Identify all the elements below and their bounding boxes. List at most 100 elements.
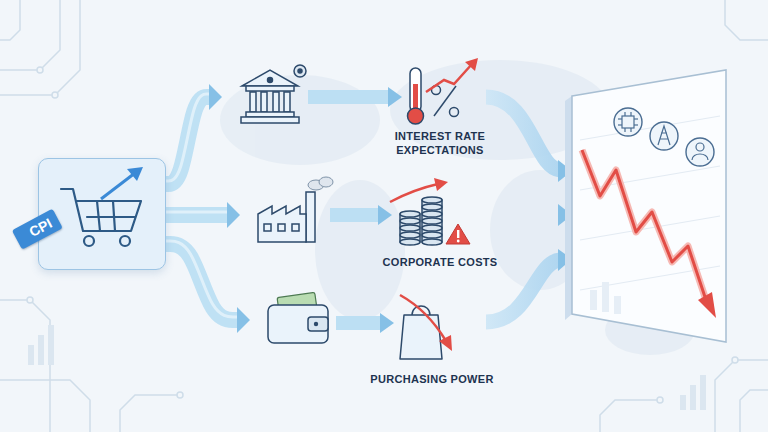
- chart-panel: [686, 138, 714, 166]
- circuit-lines: [0, 300, 50, 432]
- percent-symbol: [434, 86, 456, 116]
- circuit-lines: [37, 67, 43, 73]
- circuit-lines: [0, 0, 80, 95]
- factory-icon: [278, 224, 285, 231]
- smoke-cloud: [319, 177, 333, 187]
- shopping-cart-icon: [120, 236, 130, 246]
- circuit-lines: [0, 0, 20, 40]
- coin-stacks: [422, 197, 442, 203]
- chart-panel: [630, 128, 631, 132]
- shopping-bag-icon: [400, 315, 442, 359]
- wallet-icon: [268, 305, 328, 343]
- coin-stacks: [422, 225, 442, 231]
- shopping-cart-icon: [87, 216, 135, 218]
- world-map: [220, 75, 380, 165]
- faint-bar-chart: [680, 395, 686, 410]
- chart-panel: [614, 108, 642, 136]
- chart-panel: [565, 70, 726, 342]
- chart-panel: [696, 143, 704, 151]
- central-bank-icon: [241, 65, 306, 123]
- thermometer-icon: [408, 68, 424, 124]
- chart-panel: [565, 96, 572, 320]
- coin-stacks: [400, 225, 420, 231]
- chart-panel: [622, 116, 634, 128]
- chart-panel: [582, 150, 706, 300]
- circuit-lines: [27, 297, 33, 303]
- flow-band: [378, 205, 392, 225]
- cpi-box: CPI: [38, 158, 166, 270]
- outgoing-flow-band: [486, 97, 572, 322]
- smoke-cloud: [308, 177, 333, 190]
- rising-arrow: [426, 58, 478, 92]
- central-bank-icon: [268, 78, 273, 83]
- factory-icon: [306, 192, 315, 242]
- flow-band: [388, 87, 402, 107]
- factory-icon: [264, 224, 271, 231]
- warning-triangle: [457, 240, 460, 243]
- rising-arrow: [426, 64, 472, 92]
- circuit-lines: [657, 397, 663, 403]
- chart-panel: [580, 166, 720, 190]
- chart-panel: [572, 70, 726, 342]
- stage-label: CORPORATE COSTS: [365, 256, 515, 270]
- chart-panel: [650, 122, 678, 150]
- cpi-tag: CPI: [12, 209, 63, 250]
- chart-panel: [634, 124, 638, 125]
- flow-band: [308, 90, 390, 104]
- chart-panel: [698, 292, 716, 318]
- rising-arrow: [127, 167, 143, 181]
- coin-stacks: [422, 232, 442, 238]
- flow-band-highlight: [166, 94, 209, 181]
- rising-arrow: [434, 178, 448, 191]
- coin-stacks: [400, 232, 420, 238]
- wallet-icon: [308, 317, 328, 331]
- coin-stacks: [422, 211, 442, 217]
- shopping-bag-icon: [400, 306, 442, 359]
- flow-band: [336, 313, 394, 333]
- coin-stacks: [400, 197, 442, 245]
- coin-stacks: [400, 239, 420, 245]
- central-bank-icon: [294, 65, 306, 77]
- node-icons: [222, 62, 482, 158]
- coin-stacks: [400, 214, 420, 242]
- shopping-cart-icon: [113, 201, 115, 231]
- coin-stacks: [422, 239, 442, 245]
- outgoing-flow-band: [486, 97, 560, 170]
- percent-symbol: [432, 86, 459, 117]
- circuit-lines: [715, 360, 768, 432]
- chart-panel: [624, 112, 625, 116]
- outgoing-flow-band: [486, 208, 560, 223]
- factory-icon: [258, 192, 315, 242]
- chart-panel: [590, 282, 621, 314]
- flow-band: [308, 87, 402, 107]
- outgoing-flow-band: [486, 260, 560, 322]
- circuit-lines: [600, 400, 660, 432]
- warning-triangle: [457, 230, 459, 238]
- coin-stacks: [400, 218, 420, 224]
- central-bank-icon: [246, 86, 294, 91]
- chart-panel: [618, 124, 622, 125]
- circuit-lines: [52, 92, 58, 98]
- flow-band: [336, 316, 382, 330]
- rising-arrow: [390, 184, 438, 202]
- warning-triangle: [446, 224, 470, 244]
- purchasing-power-stage: PURCHASING POWER: [250, 285, 511, 391]
- falling-arrow: [400, 295, 446, 341]
- faint-bar-chart: [28, 345, 34, 365]
- shopping-cart-icon: [84, 236, 94, 246]
- shopping-cart-icon: [61, 189, 141, 231]
- circuit-lines: [732, 357, 738, 363]
- chart-panel: [630, 112, 631, 116]
- factory-icon: [258, 206, 306, 242]
- interest-rate-stage: INTEREST RATE EXPECTATIONS: [222, 62, 509, 162]
- flow-band: [380, 313, 394, 333]
- chart-panel: [618, 118, 622, 119]
- central-bank-icon: [242, 70, 298, 86]
- flow-band: [166, 207, 227, 223]
- coin-stacks: [400, 211, 420, 217]
- coin-stacks: [422, 200, 442, 242]
- warning-triangle: [446, 224, 470, 244]
- falling-arrow: [400, 295, 452, 351]
- chart-panel: [658, 126, 670, 145]
